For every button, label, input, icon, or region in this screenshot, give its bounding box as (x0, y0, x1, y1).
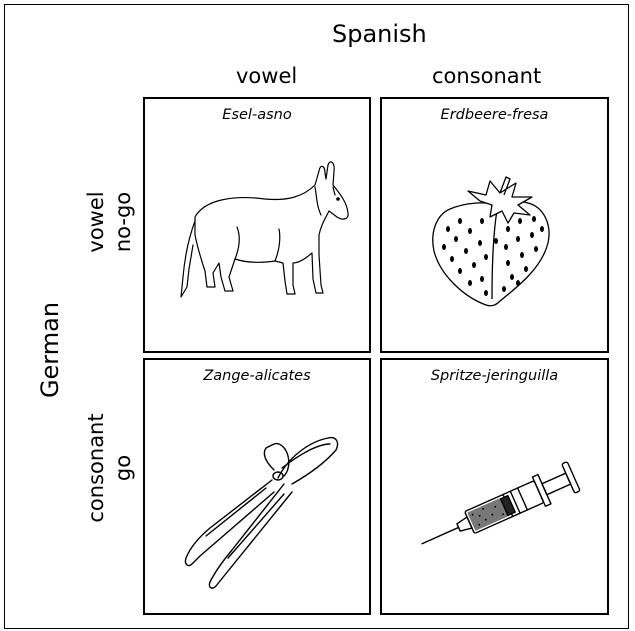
syringe-icon (412, 432, 592, 582)
row-label-vowel: vowel (84, 191, 108, 252)
cell-spritze-jeringuilla: Spritze-jeringuilla (380, 358, 609, 615)
german-header: German (36, 302, 64, 398)
column-header-consonant: consonant (432, 64, 541, 88)
row-label-go: go (111, 455, 135, 481)
cell-caption: Erdbeere-fresa (382, 107, 607, 123)
strawberry-icon (420, 159, 570, 309)
row-label-consonant: consonant (84, 413, 108, 522)
row-label-no-go: no-go (111, 192, 135, 252)
cell-caption: Zange-alicates (145, 368, 369, 384)
cell-caption: Esel-asno (145, 107, 369, 123)
donkey-icon (175, 159, 350, 309)
cell-erdbeere-fresa: Erdbeere-fresa (380, 97, 609, 353)
pliers-icon (170, 418, 350, 598)
spanish-header: Spanish (332, 20, 427, 48)
cell-caption: Spritze-jeringuilla (382, 368, 607, 384)
cell-esel-asno: Esel-asno (143, 97, 371, 353)
cell-zange-alicates: Zange-alicates (143, 358, 371, 615)
column-header-vowel: vowel (236, 64, 297, 88)
